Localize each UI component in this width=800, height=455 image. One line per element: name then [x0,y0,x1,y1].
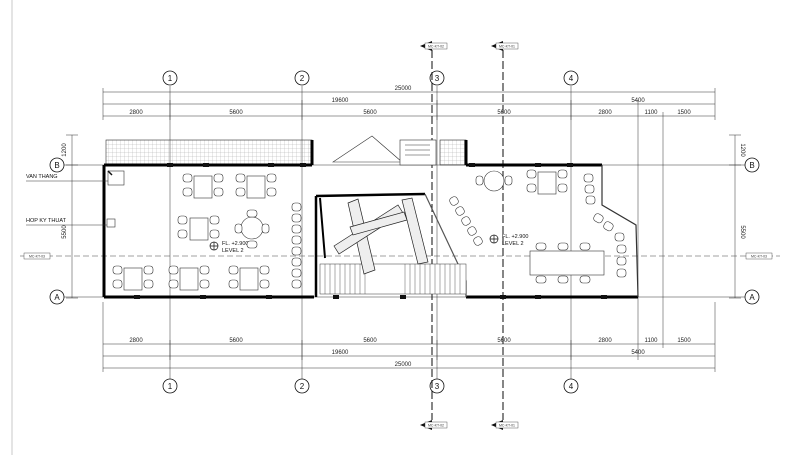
grid-label-A-left: A [54,293,60,302]
dim-bottom-total: 25000 [395,362,412,368]
round-table-set [475,170,513,192]
dim-right-lower: 5500 [739,225,745,239]
dim-bottom-seg-2: 5600 [229,338,243,344]
dim-top-seg-1: 2800 [129,110,143,116]
grid-label-4-bottom: 4 [569,382,574,391]
grid-label-1-top: 1 [168,74,173,83]
grid-label-3-top: 3 [435,74,440,83]
section-mark-top-left: MC-KT-02 [420,41,448,51]
furniture-left-zone [112,173,302,291]
grid-bubble-3-top: 3 [429,70,445,86]
grid-bubble-2-bottom: 2 [294,378,310,394]
grid-label-3-bottom: 3 [435,382,440,391]
grid-bubble-2-top: 2 [294,70,310,86]
dim-top-seg-7: 1500 [677,110,691,116]
table-set [228,265,270,291]
planter-strip-middle [439,139,467,166]
dim-bottom-left-run: 19600 [332,350,349,356]
level-left-elevation: FL. +2.900 [222,241,248,247]
bottom-dimensions: 2800 5600 5600 5600 2800 1100 1500 19600… [102,300,716,372]
level-marker-left: FL. +2.900 LEVEL 2 [209,241,248,254]
dim-bottom-seg-1: 2800 [129,338,143,344]
level-left-name: LEVEL 2 [222,248,244,254]
dim-bottom-seg-3: 5600 [363,338,377,344]
furniture-right-zone [449,169,627,284]
grid-label-A-right: A [749,293,755,302]
section-mark-top-right: MC-KT-01 [491,41,519,51]
label-elevator: VAN THANG [26,174,58,180]
grid-bubble-4-top: 4 [563,70,579,86]
grid-label-4-top: 4 [569,74,574,83]
grid-bubble-B-right: B [744,157,760,173]
label-technical-shaft-group: HOP KY THUAT [26,218,116,228]
dim-bottom-seg-6: 1100 [645,338,659,344]
section-cut-lines [20,50,780,420]
section-label-top-right: MC-KT-01 [499,45,515,49]
grid-bubble-A-left: A [49,289,65,305]
curved-bench-chairs [583,173,627,278]
dim-bottom-seg-7: 1500 [677,338,691,344]
dim-left-lower: 5500 [62,225,68,239]
section-label-side-left: MC-KT-03 [29,255,45,259]
dim-top-seg-5: 2800 [598,110,612,116]
table-set [177,215,220,241]
round-table-set [234,209,270,249]
dim-top-total: 25000 [395,86,412,92]
top-dimensions: 25000 19600 5400 2800 5600 5600 5600 280… [102,86,716,300]
grid-label-1-bottom: 1 [168,382,173,391]
grid-bubble-B-left: B [49,157,65,173]
section-label-top-left: MC-KT-02 [428,45,444,49]
dim-bottom-right-run: 5400 [631,350,645,356]
table-set [235,173,277,199]
label-elevator-group: VAN THANG [26,170,125,186]
dim-top-seg-6: 1100 [645,110,659,116]
section-label-bottom-right: MC-KT-01 [499,424,515,428]
grid-label-B-right: B [749,161,754,170]
table-set [526,169,568,195]
section-mark-bottom-right: MC-KT-01 [491,420,519,430]
dim-top-right-run: 5400 [631,98,645,104]
dim-top-seg-4: 5600 [497,110,511,116]
section-mark-side-right: MC-KT-03 [745,252,773,260]
table-set [168,265,210,291]
dim-left-upper: 1200 [62,143,68,157]
dim-right-upper: 1200 [739,143,745,157]
grid-bubble-1-bottom: 1 [162,378,178,394]
grid-bubble-A-right: A [744,289,760,305]
stair-landing-top [399,139,437,166]
dim-bottom-seg-4: 5600 [497,338,511,344]
table-set [182,173,224,199]
section-label-bottom-left: MC-KT-02 [428,424,444,428]
level-right-name: LEVEL 2 [502,241,524,247]
diagonal-bench-chairs [449,196,483,246]
roof-skylight-outline [332,135,403,163]
level-right-elevation: FL. +2.900 [502,234,528,240]
grid-label-2-bottom: 2 [300,382,305,391]
grid-label-2-top: 2 [300,74,305,83]
structural-columns [134,163,607,299]
label-technical-shaft: HOP KY THUAT [26,218,67,224]
grid-bubble-4-bottom: 4 [563,378,579,394]
section-mark-bottom-left: MC-KT-02 [420,420,448,430]
planter-strip-left [105,139,313,166]
bench-chairs-column [291,202,302,289]
grid-lines [64,86,745,380]
grid-label-B-left: B [54,161,59,170]
dim-top-left-run: 19600 [332,98,349,104]
dim-top-seg-3: 5600 [363,110,377,116]
grid-bubble-1-top: 1 [162,70,178,86]
section-mark-side-left: MC-KT-03 [23,252,51,260]
dim-top-seg-2: 5600 [229,110,243,116]
table-set [112,265,154,291]
level-marker-right: FL. +2.900 LEVEL 2 [489,234,528,247]
grid-bubble-3-bottom: 3 [429,378,445,394]
section-label-side-right: MC-KT-03 [751,255,767,259]
central-void [314,192,467,297]
long-dining-table [529,242,605,284]
dim-bottom-seg-5: 2800 [598,338,612,344]
